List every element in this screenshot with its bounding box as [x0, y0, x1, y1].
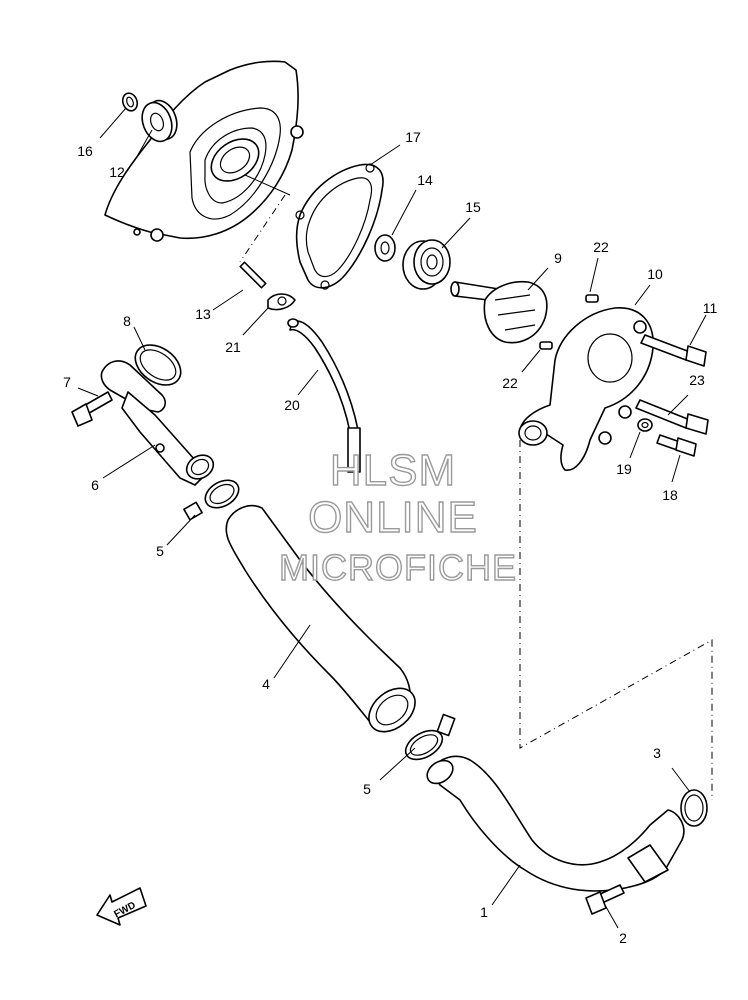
callout-numbers: 1 2 3 4 5 5 6 7 8 9 10 11 12 13 14 15 16…: [63, 129, 717, 946]
callout-20: 20: [284, 397, 300, 413]
callout-3: 3: [653, 745, 661, 761]
coolant-hose-4: [225, 504, 416, 733]
hose-clamp-5-upper: [183, 479, 240, 521]
watermark-line1: HLSM: [330, 446, 456, 495]
leader-lines: [77, 107, 707, 929]
bolt-2: [585, 884, 625, 915]
callout-22-lower: 22: [502, 375, 518, 391]
callout-11: 11: [703, 300, 718, 316]
bearing-12: [141, 99, 178, 143]
callout-5-lower: 5: [363, 781, 371, 797]
callout-18: 18: [662, 487, 678, 503]
circlip-16: [121, 92, 139, 112]
water-pump-housing-10: [518, 307, 654, 471]
dowel-22a: [585, 294, 599, 303]
callout-10: 10: [647, 266, 663, 282]
callout-23: 23: [689, 372, 705, 388]
callout-17: 17: [405, 129, 421, 145]
washer-19: [637, 418, 653, 432]
watermark-line3: MICROFICHE: [279, 547, 517, 588]
callout-1: 1: [480, 904, 488, 920]
bolt-7: [71, 391, 113, 427]
bolt-18: [656, 434, 697, 457]
bolt-11: [640, 334, 707, 367]
breather-hose-20: [287, 318, 361, 473]
callout-14: 14: [417, 172, 433, 188]
callout-12: 12: [109, 164, 125, 180]
water-pipe-6: [100, 360, 215, 486]
callout-2: 2: [619, 930, 627, 946]
oil-seal-14: [374, 234, 396, 262]
callout-9: 9: [554, 250, 562, 266]
callout-19: 19: [616, 461, 632, 477]
callout-5-upper: 5: [156, 543, 164, 559]
callout-13: 13: [195, 306, 211, 322]
bolt-23: [635, 399, 709, 435]
mechanical-seal-15: [402, 239, 451, 290]
fwd-arrow-icon: FWD: [96, 887, 147, 926]
callout-6: 6: [91, 477, 99, 493]
watermark-line2: ONLINE: [308, 493, 478, 542]
crankcase-cover: [104, 60, 304, 242]
o-ring-3: [680, 789, 708, 827]
impeller-shaft-9: [450, 280, 548, 344]
gasket-17: [295, 163, 384, 290]
clip-21: [267, 293, 296, 311]
callout-8: 8: [123, 313, 131, 329]
callout-16: 16: [77, 143, 93, 159]
callout-4: 4: [262, 676, 270, 692]
o-ring-8: [134, 344, 182, 386]
callout-15: 15: [465, 199, 481, 215]
watermark: HLSM ONLINE MICROFICHE: [278, 445, 517, 588]
callout-22-upper: 22: [593, 239, 609, 255]
dowel-22b: [539, 341, 553, 350]
pin-13: [239, 194, 286, 289]
water-pipe-1: [426, 755, 685, 892]
alignment-lines: [519, 440, 713, 800]
callout-21: 21: [225, 339, 241, 355]
callout-7: 7: [63, 374, 71, 390]
